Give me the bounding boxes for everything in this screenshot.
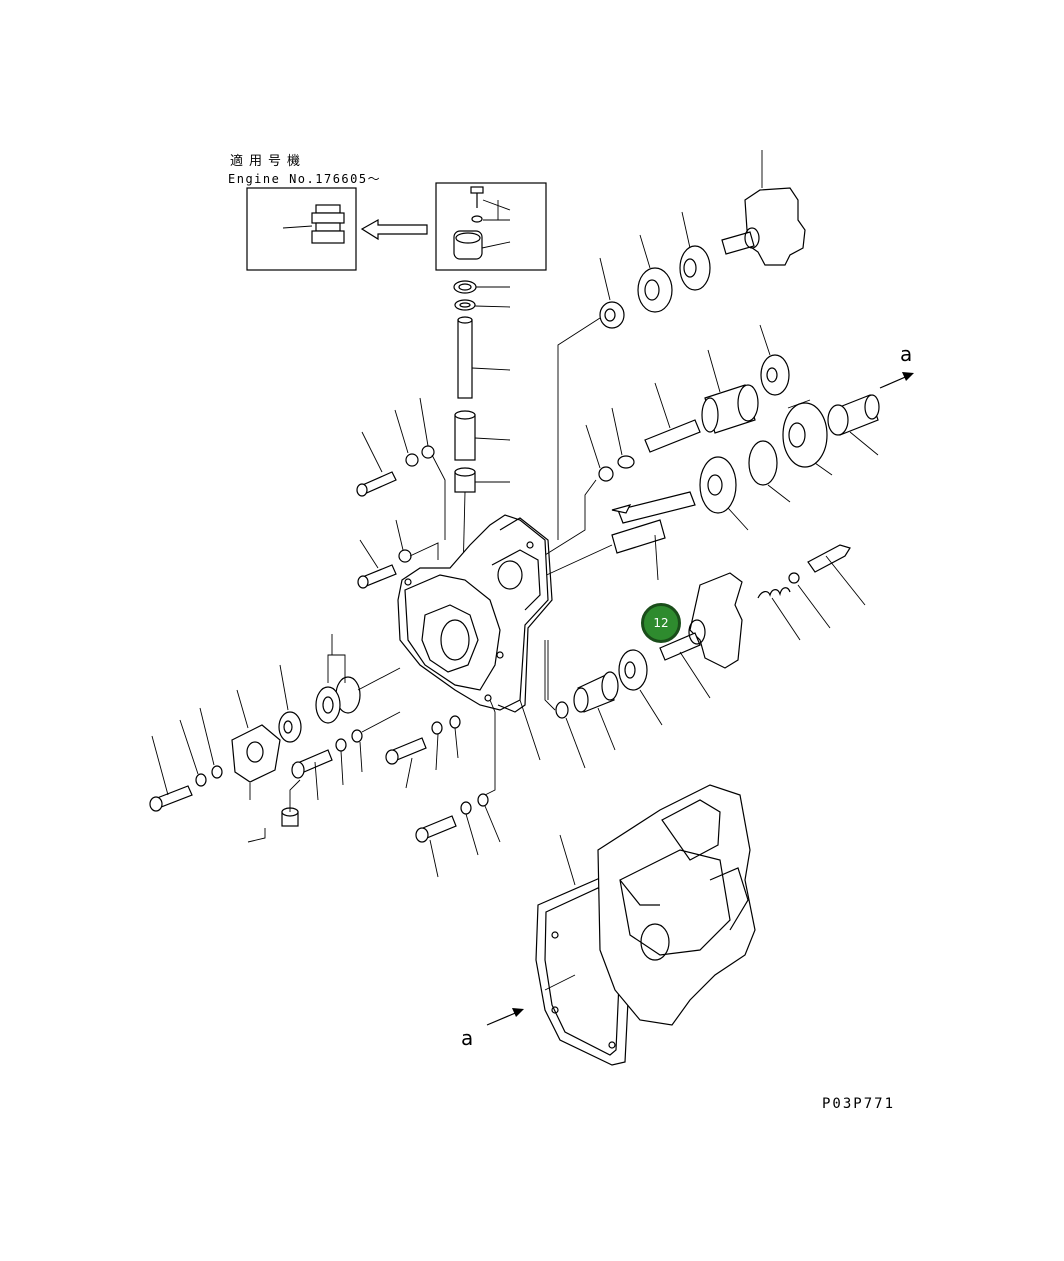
inset-new-part-box [246, 187, 357, 271]
washer-upper-left-1-part [394, 409, 419, 467]
arrow-a-label-left: a [461, 1026, 474, 1050]
washer-lower-left-2-part [179, 719, 207, 787]
washer-part [454, 299, 511, 311]
plunger-rod-part [807, 544, 866, 606]
long-shaft-part [644, 382, 701, 453]
inset-arrow [360, 218, 428, 241]
inset-old-sleeve-part [453, 230, 511, 260]
bushing-part [454, 410, 511, 461]
ball-bearing-top-part [637, 234, 673, 313]
stud-bolt-part [291, 749, 333, 801]
snap-ring-lower-part [544, 640, 586, 769]
main-drive-shaft-part [539, 491, 696, 581]
gear-top-right-part [679, 211, 711, 291]
bolt-center-part [385, 737, 427, 789]
drive-gear-part [782, 399, 833, 476]
inset-threaded-plug-part [282, 204, 345, 244]
spring-part [757, 587, 801, 641]
arrow-a-label-right: a [900, 342, 913, 366]
engine-number-label: Engine No.176605～ [228, 172, 382, 186]
governor-bracket-lower-part [659, 572, 743, 699]
small-washer-pin-part [788, 572, 831, 629]
applicability-label: 適用号機 [230, 154, 307, 169]
bolt-bottom-part [415, 815, 457, 878]
governor-lever-top-part [721, 150, 806, 266]
part-callout-12[interactable]: 12 [641, 603, 681, 643]
washer-center-2-part [351, 711, 401, 773]
arrow-a-right [879, 372, 914, 389]
pump-housing-part [397, 514, 549, 761]
washer-upper-left-2-part [419, 397, 446, 540]
seal-ring-lower-left-part [278, 664, 302, 743]
washer-center-4-part [449, 699, 496, 796]
retaining-ring-small-part [611, 407, 635, 469]
snap-ring-part [544, 424, 614, 556]
arrow-a-left [486, 1008, 524, 1026]
gasket-housing-part [497, 517, 553, 713]
seal-ring-part [453, 280, 510, 294]
washer-bottom-2-part [477, 793, 501, 843]
washer-center-1-part [335, 738, 347, 786]
circlip-large-part [748, 440, 791, 503]
coupling-part [231, 689, 281, 800]
small-bearing-top-part [557, 257, 625, 540]
drawing-code: P03P771 [822, 1096, 896, 1112]
washer-bottom-1-part [460, 801, 479, 856]
plug-fitting-part [247, 779, 301, 843]
bolt-mid-left-part [357, 539, 397, 589]
bolt-upper-left-part [356, 431, 397, 497]
bolt-lower-left-part [149, 735, 193, 812]
part-callout-number: 12 [653, 616, 669, 630]
washer-lower-left-1-part [199, 707, 223, 779]
pin-rod-part [457, 316, 511, 399]
flanged-bushing-lower-part [573, 671, 619, 751]
sleeve-cap-part [827, 394, 880, 456]
bearing-lower-left-part [315, 634, 401, 724]
washer-mid-left-part [395, 519, 439, 563]
flanged-shaft-part [701, 349, 759, 434]
washer-center-3-part [431, 721, 443, 771]
inset-old-part-box [435, 182, 547, 271]
idler-gear-part [759, 324, 790, 396]
inset-old-screw-part [470, 186, 511, 223]
drive-gear-lower-part [618, 649, 663, 726]
bearing-race-part [699, 456, 749, 531]
gear-case-part [597, 784, 756, 1026]
